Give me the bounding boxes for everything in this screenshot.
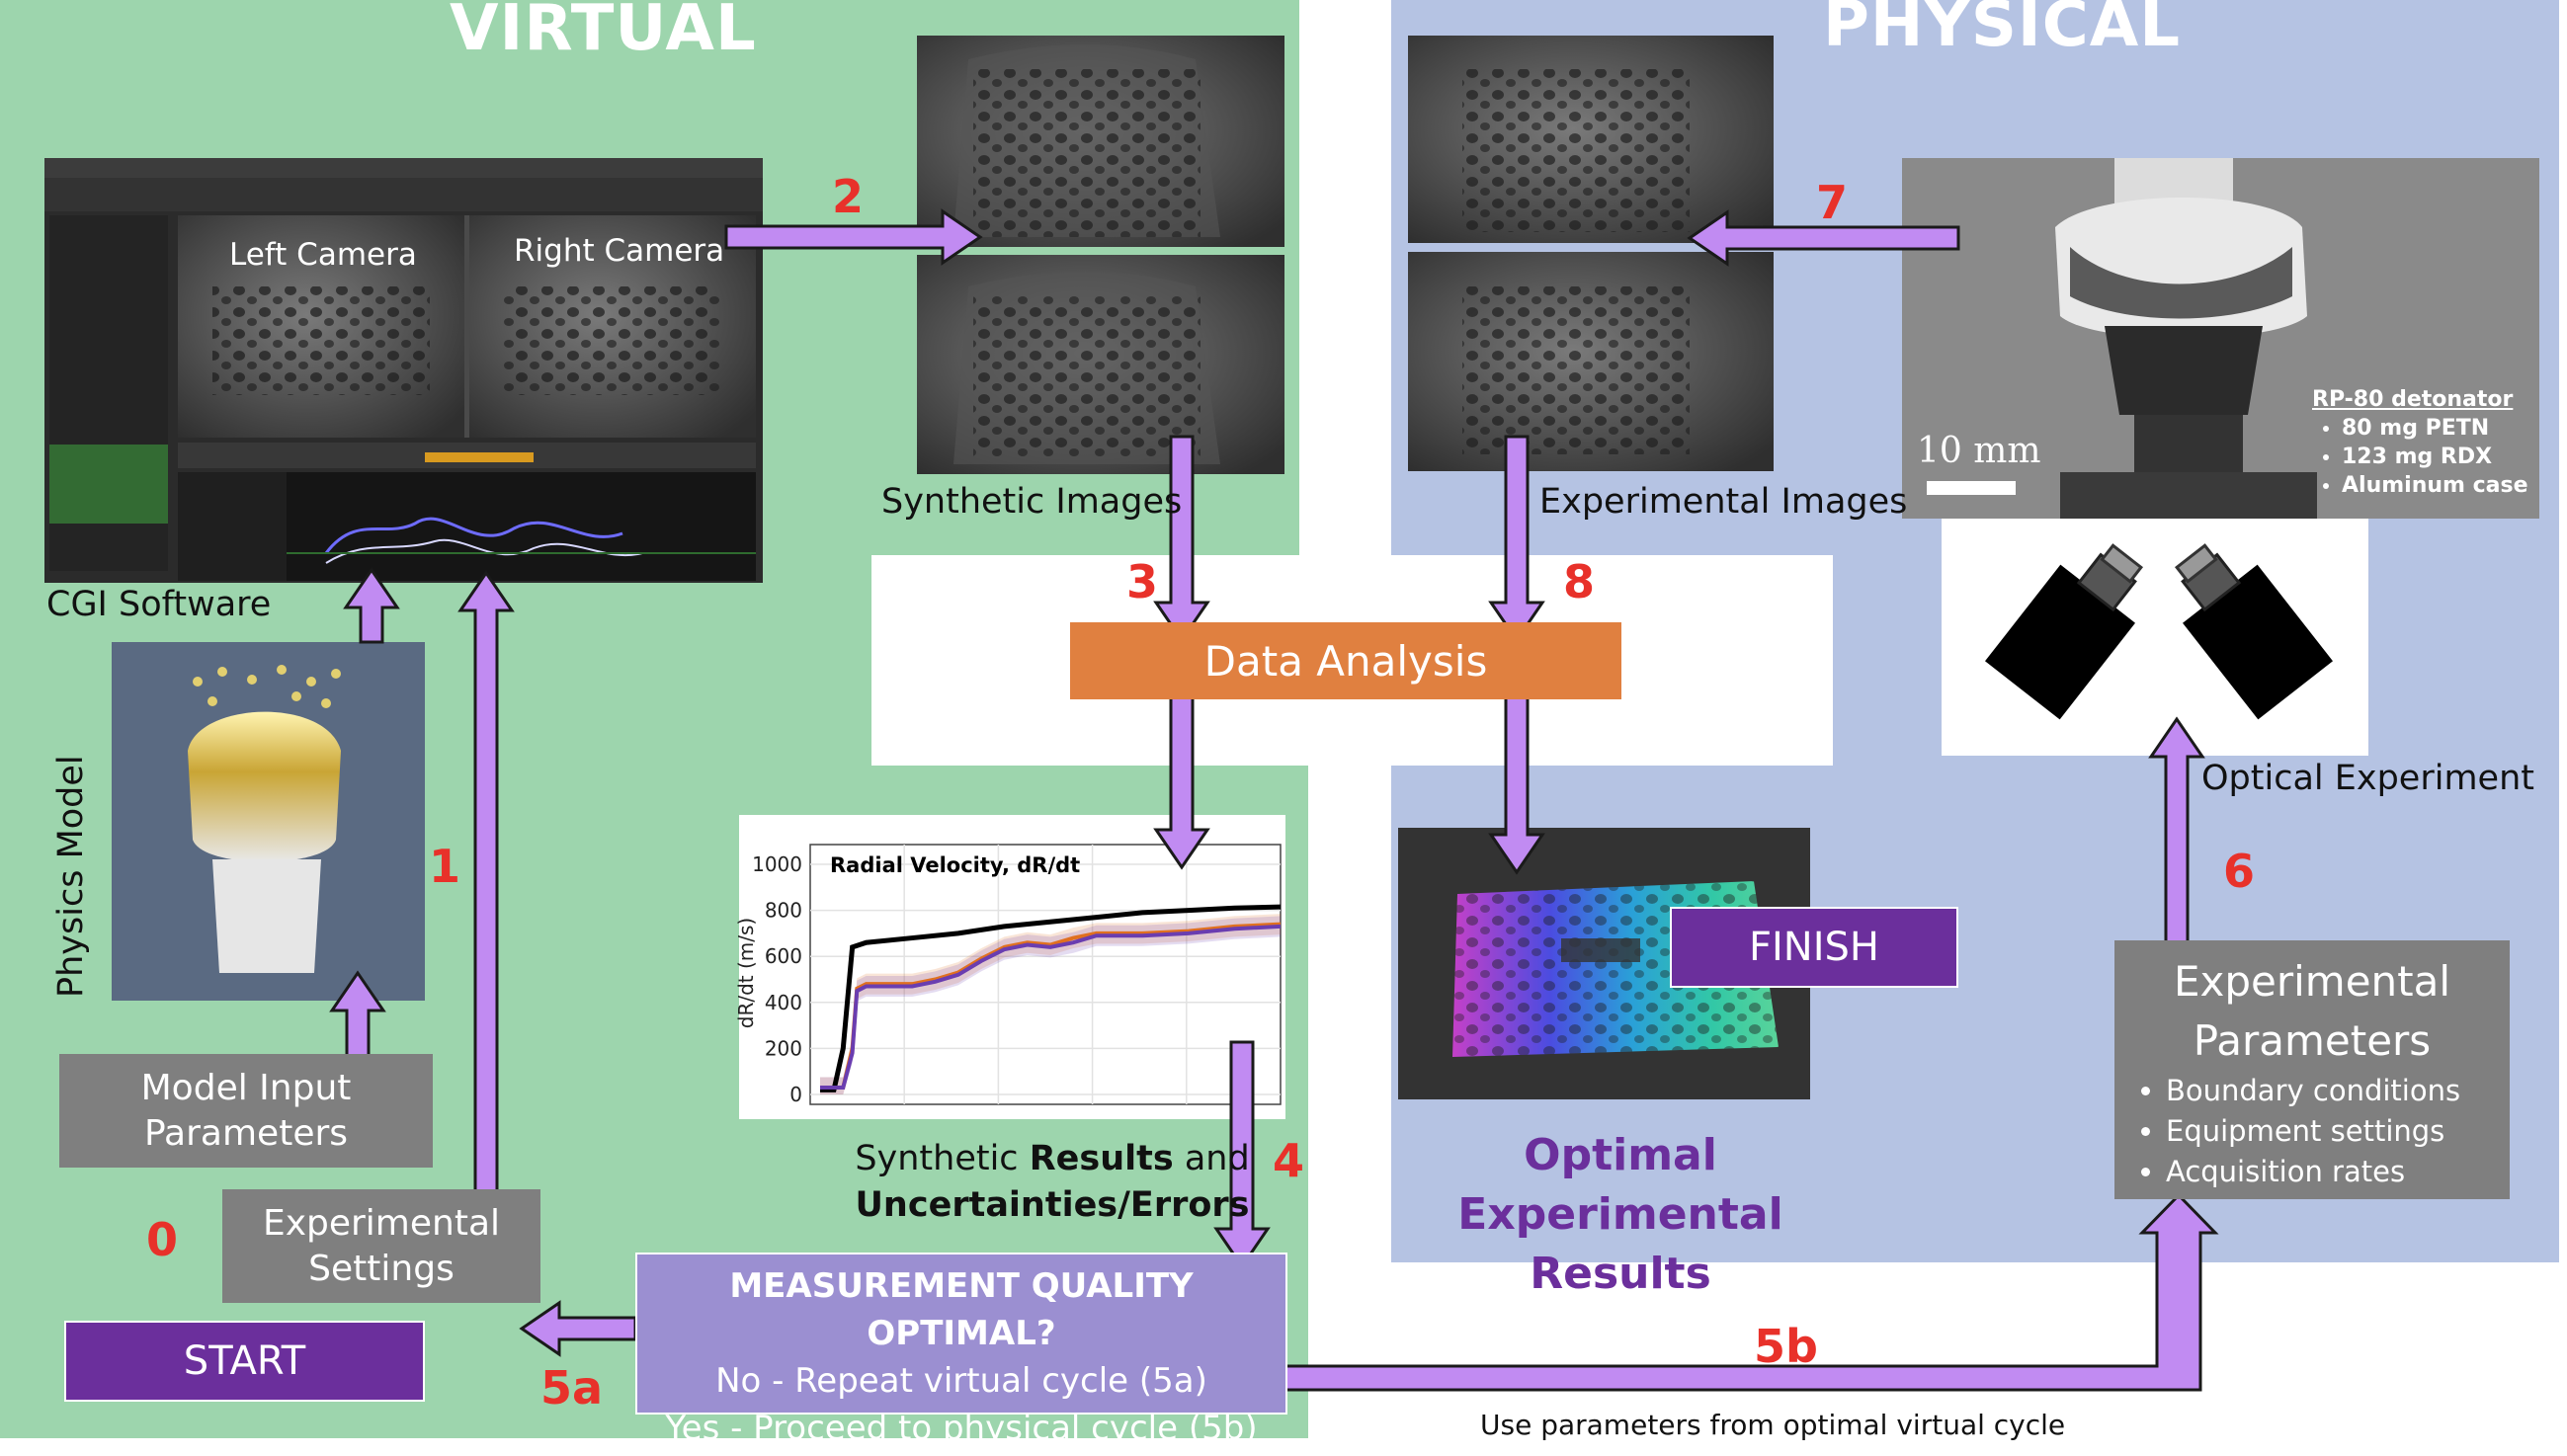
optimal-results-line1: Optimal Experimental <box>1457 1130 1783 1240</box>
arrow-4-chart-to-measurement <box>1213 1040 1271 1269</box>
chart-uncertainty-band <box>820 916 1281 1094</box>
arrow-5b-measurement-to-parameters <box>1238 1192 2219 1392</box>
step-8-number: 8 <box>1563 555 1596 608</box>
step-0-number: 0 <box>146 1213 179 1266</box>
physical-title: PHYSICAL <box>1823 0 2181 61</box>
cgi-software-screenshot <box>44 158 763 583</box>
measurement-yes: Yes - Proceed to physical cycle (5b) <box>665 1409 1258 1448</box>
start-box: START <box>64 1321 425 1402</box>
flow-arrows <box>329 208 2219 1392</box>
detonator-photo <box>1902 158 2539 519</box>
camera-right-icon <box>2174 543 2333 720</box>
chart-ytick-label: 600 <box>765 944 802 968</box>
synthetic-results-post: and <box>1173 1139 1250 1178</box>
start-label: START <box>183 1338 306 1384</box>
chart-ytick-label: 400 <box>765 991 802 1014</box>
arrow-5a-measurement-to-start <box>519 1300 637 1357</box>
step-4-number: 4 <box>1273 1134 1305 1187</box>
use-parameters-note: Use parameters from optimal virtual cycl… <box>1480 1409 2066 1441</box>
optical-experiment-label: Optical Experiment <box>2201 759 2534 798</box>
model-input-line1: Model Input <box>140 1068 352 1108</box>
model-input-parameters-box: Model Input Parameters <box>59 1054 433 1168</box>
chart-ytick-label: 0 <box>789 1083 802 1106</box>
physics-model-render <box>112 642 425 1001</box>
arrow-analysis-to-chart <box>1153 691 1210 870</box>
experimental-parameters-title2: Parameters <box>2193 1016 2432 1065</box>
optical-experiment-panel <box>1942 519 2368 756</box>
arrow-settings-to-cgi <box>457 570 515 1196</box>
experimental-parameters-box: Experimental Parameters Boundary conditi… <box>2114 940 2510 1199</box>
step-7-number: 7 <box>1816 176 1849 229</box>
chart-uncertainty-band <box>820 914 1281 1094</box>
chart-ytick-label: 200 <box>765 1036 802 1060</box>
experimental-settings-line1: Experimental <box>262 1203 501 1244</box>
arrow-1-physics-to-cgi <box>343 567 400 644</box>
chart-series-line <box>820 924 1282 1091</box>
data-analysis-box: Data Analysis <box>1070 622 1621 699</box>
synthetic-results-bold: Results <box>1029 1139 1174 1178</box>
synthetic-results-line2: Uncertainties/Errors <box>855 1185 1250 1225</box>
virtual-title: VIRTUAL <box>450 0 757 65</box>
left-camera-label: Left Camera <box>229 237 417 273</box>
model-input-line2: Parameters <box>143 1113 349 1154</box>
detonator-legend: RP-80 detonator 80 mg PETN 123 mg RDX Al… <box>2312 385 2528 500</box>
arrow-2-cgi-to-synthetic <box>724 208 983 266</box>
synthetic-results-label: Synthetic Results and Uncertainties/Erro… <box>820 1136 1284 1229</box>
detonator-item: 80 mg PETN <box>2342 414 2528 443</box>
chart-series-line <box>820 904 1282 1092</box>
synthetic-images-label: Synthetic Images <box>881 482 1183 522</box>
experimental-image-top <box>1408 36 1774 243</box>
step-5a-number: 5a <box>540 1361 604 1415</box>
step-3-number: 3 <box>1126 555 1159 608</box>
step-5b-number: 5b <box>1754 1320 1818 1373</box>
experimental-images-label: Experimental Images <box>1539 482 1908 522</box>
finish-box: FINISH <box>1670 907 1958 988</box>
optimal-results-line2: Results <box>1530 1249 1711 1299</box>
experimental-parameter-item: Equipment settings <box>2166 1111 2510 1152</box>
experimental-settings-box: Experimental Settings <box>222 1189 540 1303</box>
step-1-number: 1 <box>429 840 461 893</box>
arrow-6-parameters-to-experiment <box>2148 716 2205 947</box>
chart-series-line <box>820 922 1282 1091</box>
arrow-3-synthetic-to-analysis <box>1153 435 1210 643</box>
experimental-parameter-item: Boundary conditions <box>2166 1071 2510 1111</box>
detonator-item: Aluminum case <box>2342 471 2528 500</box>
synthetic-image-left <box>917 36 1284 247</box>
experimental-parameters-title1: Experimental <box>2173 957 2451 1006</box>
experimental-image-bottom <box>1408 252 1774 471</box>
right-camera-label: Right Camera <box>514 233 725 269</box>
detonator-item: 123 mg RDX <box>2342 443 2528 471</box>
chart-ylabel: dR/dt (m/s) <box>734 918 758 1028</box>
measurement-quality-box: MEASUREMENT QUALITY OPTIMAL? No - Repeat… <box>635 1253 1287 1448</box>
measurement-no: No - Repeat virtual cycle (5a) <box>715 1361 1207 1401</box>
synthetic-image-right <box>917 255 1284 474</box>
data-analysis-label: Data Analysis <box>1203 636 1488 686</box>
optimal-results-label: Optimal Experimental Results <box>1393 1126 1848 1304</box>
experimental-settings-line2: Settings <box>308 1249 455 1289</box>
arrow-8-experimental-to-analysis <box>1488 435 1545 643</box>
measurement-title: MEASUREMENT QUALITY OPTIMAL? <box>729 1266 1194 1353</box>
synthetic-results-pre: Synthetic <box>855 1139 1030 1178</box>
chart-ytick-label: 800 <box>765 899 802 923</box>
cgi-software-label: CGI Software <box>46 585 272 624</box>
camera-left-icon <box>1985 543 2144 720</box>
step-6-number: 6 <box>2223 845 2256 898</box>
scale-bar-label: 10 mm <box>1917 431 2041 471</box>
physics-model-label: Physics Model <box>51 755 91 998</box>
arrow-7-detonator-to-experimental <box>1687 209 1960 267</box>
chart-title: Radial Velocity, dR/dt <box>830 853 1080 877</box>
experimental-parameter-item: Acquisition rates <box>2166 1152 2510 1192</box>
arrow-analysis-to-optimal <box>1488 691 1545 875</box>
radial-velocity-chart: 0 200 400 600 800 1000 Radial Velocity, dR/dt… <box>734 815 1285 1119</box>
chart-ytick-label: 1000 <box>752 852 802 876</box>
detonator-title: RP-80 detonator <box>2312 387 2514 412</box>
finish-label: FINISH <box>1749 925 1879 970</box>
arrow-model-input-to-physics <box>329 970 386 1059</box>
experimental-parameters-list: Boundary conditions Equipment settings A… <box>2114 1071 2510 1192</box>
step-2-number: 2 <box>832 170 865 223</box>
